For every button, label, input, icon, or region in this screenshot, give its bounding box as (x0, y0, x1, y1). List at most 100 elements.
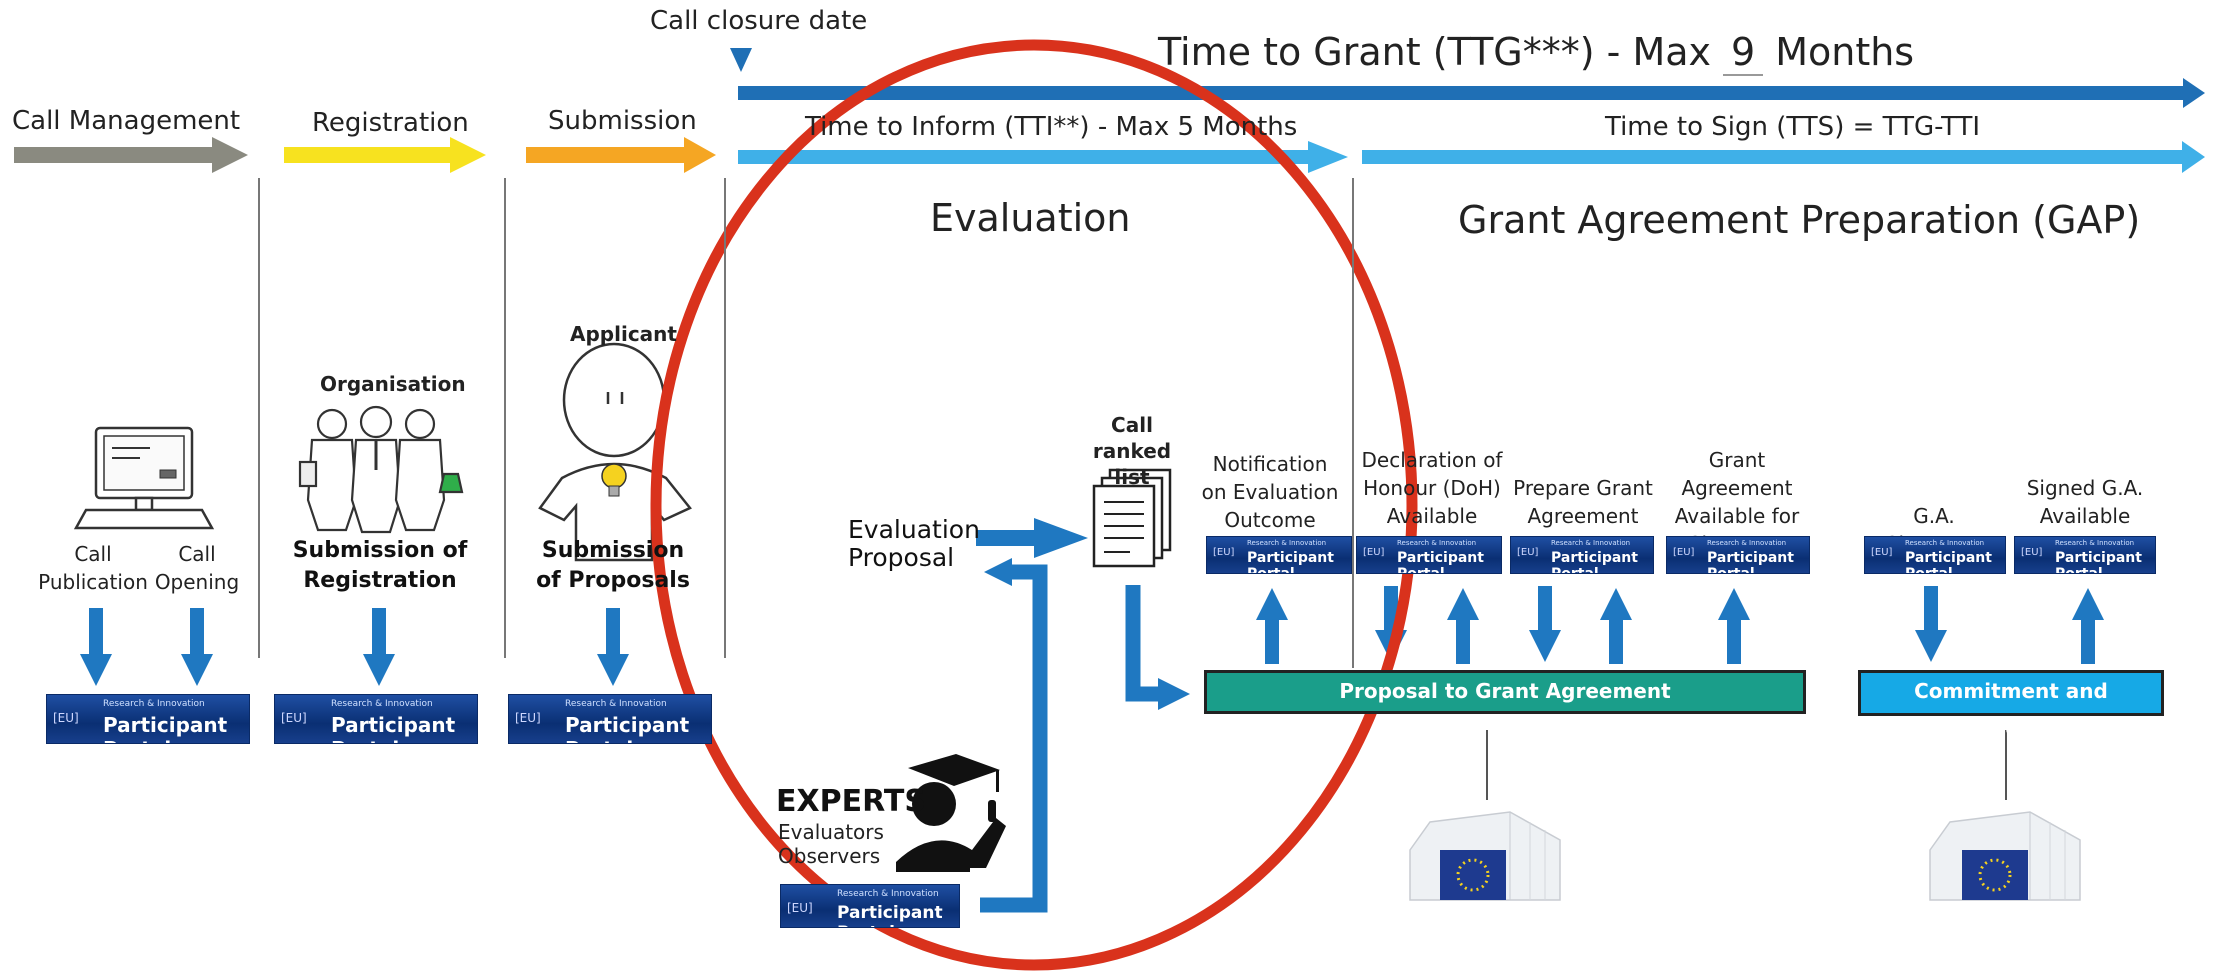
list-to-proposal-arrow (1125, 585, 1160, 702)
tti-arrow (738, 141, 1348, 173)
participant-portal-experts[interactable]: [EU] Research & Innovation Participant P… (780, 884, 960, 928)
separator-2 (504, 178, 506, 658)
up-arrow-prepare (1600, 588, 1632, 664)
ttg-arrow (738, 78, 2205, 108)
separator-3 (724, 178, 726, 658)
tts-label: Time to Sign (TTS) = TTG-TTI (1605, 112, 1981, 142)
submission-of-registration-label: Submission of Registration (292, 538, 468, 593)
participant-portal-available[interactable]: [EU] Research & Innovation Participant P… (1666, 536, 1810, 574)
separator-4 (1352, 178, 1354, 668)
portal-label: Participant Portal (2055, 550, 2142, 574)
call-publication-label: Call Publication (38, 542, 148, 594)
signed-ga-label: Signed G.A. Available (2026, 476, 2144, 528)
tti-label: Time to Inform (TTI**) - Max 5 Months (805, 112, 1298, 142)
participant-portal-signed-ga[interactable]: [EU] Research & Innovation Participant P… (2014, 536, 2156, 574)
participant-portal-submission[interactable]: [EU] Research & Innovation Participant P… (508, 694, 712, 744)
up-arrow-notification (1256, 588, 1288, 664)
experts-label: EXPERTS (776, 784, 926, 819)
down-arrow-prepare (1529, 586, 1561, 662)
ttg-label: Time to Grant (TTG***) - Max 9 Months (1158, 30, 1914, 76)
submission-label: Submission (548, 106, 697, 136)
eu-flag-icon: [EU] (1871, 547, 1893, 558)
participant-portal-ga-signature[interactable]: [EU] Research & Innovation Participant P… (1864, 536, 2006, 574)
portal-sub: Research & Innovation (565, 699, 667, 709)
eu-flag-icon: [EU] (1213, 547, 1235, 558)
evaluation-proposal-label: Evaluation Proposal (848, 515, 980, 572)
portal-sub: Research & Innovation (1551, 539, 1631, 547)
evaluation-highlight-ellipse (650, 39, 1418, 971)
experts-to-evaluation-arrow (980, 564, 1048, 913)
call-management-label: Call Management (12, 106, 241, 136)
portal-sub: Research & Innovation (103, 699, 205, 709)
experts-to-evaluation-head (984, 558, 1012, 586)
registration-arrow (284, 137, 486, 173)
tts-arrow (1362, 141, 2205, 173)
down-arrow-submission (597, 608, 629, 686)
call-ranked-list-label: Call ranked list (1092, 413, 1172, 489)
down-arrow-publication (80, 608, 112, 686)
eu-flag-icon: [EU] (281, 711, 307, 725)
portal-sub: Research & Innovation (1247, 539, 1327, 547)
participant-portal-registration[interactable]: [EU] Research & Innovation Participant P… (274, 694, 478, 744)
portal-label: Participant Portal (565, 713, 690, 743)
separator-1 (258, 178, 260, 658)
call-management-arrow (14, 137, 248, 173)
proposal-to-grant-agreement-bar: Proposal to Grant Agreement (1204, 670, 1806, 714)
submission-of-proposals-label: Submission of Proposals (536, 538, 690, 593)
down-arrow-registration (363, 608, 395, 686)
eu-flag-icon: [EU] (1673, 547, 1695, 558)
eu-flag-icon: [EU] (1363, 547, 1385, 558)
portal-label: Participant Portal (1551, 550, 1638, 574)
registration-label: Registration (312, 108, 469, 138)
up-arrow-doh (1447, 588, 1479, 664)
portal-sub: Research & Innovation (1397, 539, 1477, 547)
participant-portal-call[interactable]: [EU] Research & Innovation Participant P… (46, 694, 250, 744)
portal-label: Participant Portal (1397, 550, 1484, 574)
portal-sub: Research & Innovation (1905, 539, 1985, 547)
call-opening-label: Call Opening (154, 542, 240, 594)
eu-flag-icon: [EU] (53, 711, 79, 725)
down-arrow-opening (181, 608, 213, 686)
eu-flag-icon: [EU] (515, 711, 541, 725)
european-commission-building-icon (1409, 811, 1561, 901)
participant-portal-prepare[interactable]: [EU] Research & Innovation Participant P… (1510, 536, 1654, 574)
participant-portal-declaration[interactable]: [EU] Research & Innovation Participant P… (1356, 536, 1502, 574)
call-closure-marker (730, 48, 752, 72)
portal-sub: Research & Innovation (331, 699, 433, 709)
submission-arrow (526, 137, 716, 173)
notification-label: Notification on Evaluation Outcome (1201, 452, 1339, 532)
evaluators-label: Evaluators (778, 820, 884, 844)
evaluation-title: Evaluation (930, 196, 1131, 240)
participant-portal-notification[interactable]: [EU] Research & Innovation Participant P… (1206, 536, 1352, 574)
eu-flag-icon: [EU] (2021, 547, 2043, 558)
observers-label: Observers (778, 844, 881, 868)
declaration-label: Declaration of Honour (DoH) Available (1361, 448, 1503, 528)
portal-sub: Research & Innovation (837, 889, 939, 899)
prepare-label: Prepare Grant Agreement (1513, 476, 1653, 528)
portal-label: Participant Portal (1707, 550, 1794, 574)
applicant-label: Applicant (570, 322, 677, 346)
ttg-number: 9 (1723, 30, 1764, 76)
list-to-proposal-head (1158, 678, 1190, 710)
eu-flag-icon: [EU] (787, 901, 813, 915)
portal-label: Participant Portal (103, 713, 228, 743)
call-closure-date: Call closure date (650, 6, 868, 36)
graduate-expert-icon (896, 754, 1006, 872)
gap-title: Grant Agreement Preparation (GAP) (1458, 198, 2141, 242)
portal-sub: Research & Innovation (2055, 539, 2135, 547)
eval-to-list-arrow (976, 518, 1088, 558)
up-arrow-available (1718, 588, 1750, 664)
organisation-label: Organisation (320, 372, 466, 396)
up-arrow-signed-ga (2072, 588, 2104, 664)
eu-flag-icon: [EU] (1517, 547, 1539, 558)
portal-label: Participant Portal (331, 713, 456, 743)
computer-icon (73, 426, 215, 530)
commitment-and-signature-bar: Commitment and Signature (1858, 670, 2164, 739)
portal-label: Participant Portal (1247, 550, 1334, 574)
portal-label: Participant Portal (1905, 550, 1992, 574)
group-of-people-icon (298, 405, 464, 534)
portal-label: Participant Portal (837, 903, 943, 927)
ttg-unit: Months (1775, 30, 1915, 74)
down-arrow-ga-signature (1915, 586, 1947, 662)
